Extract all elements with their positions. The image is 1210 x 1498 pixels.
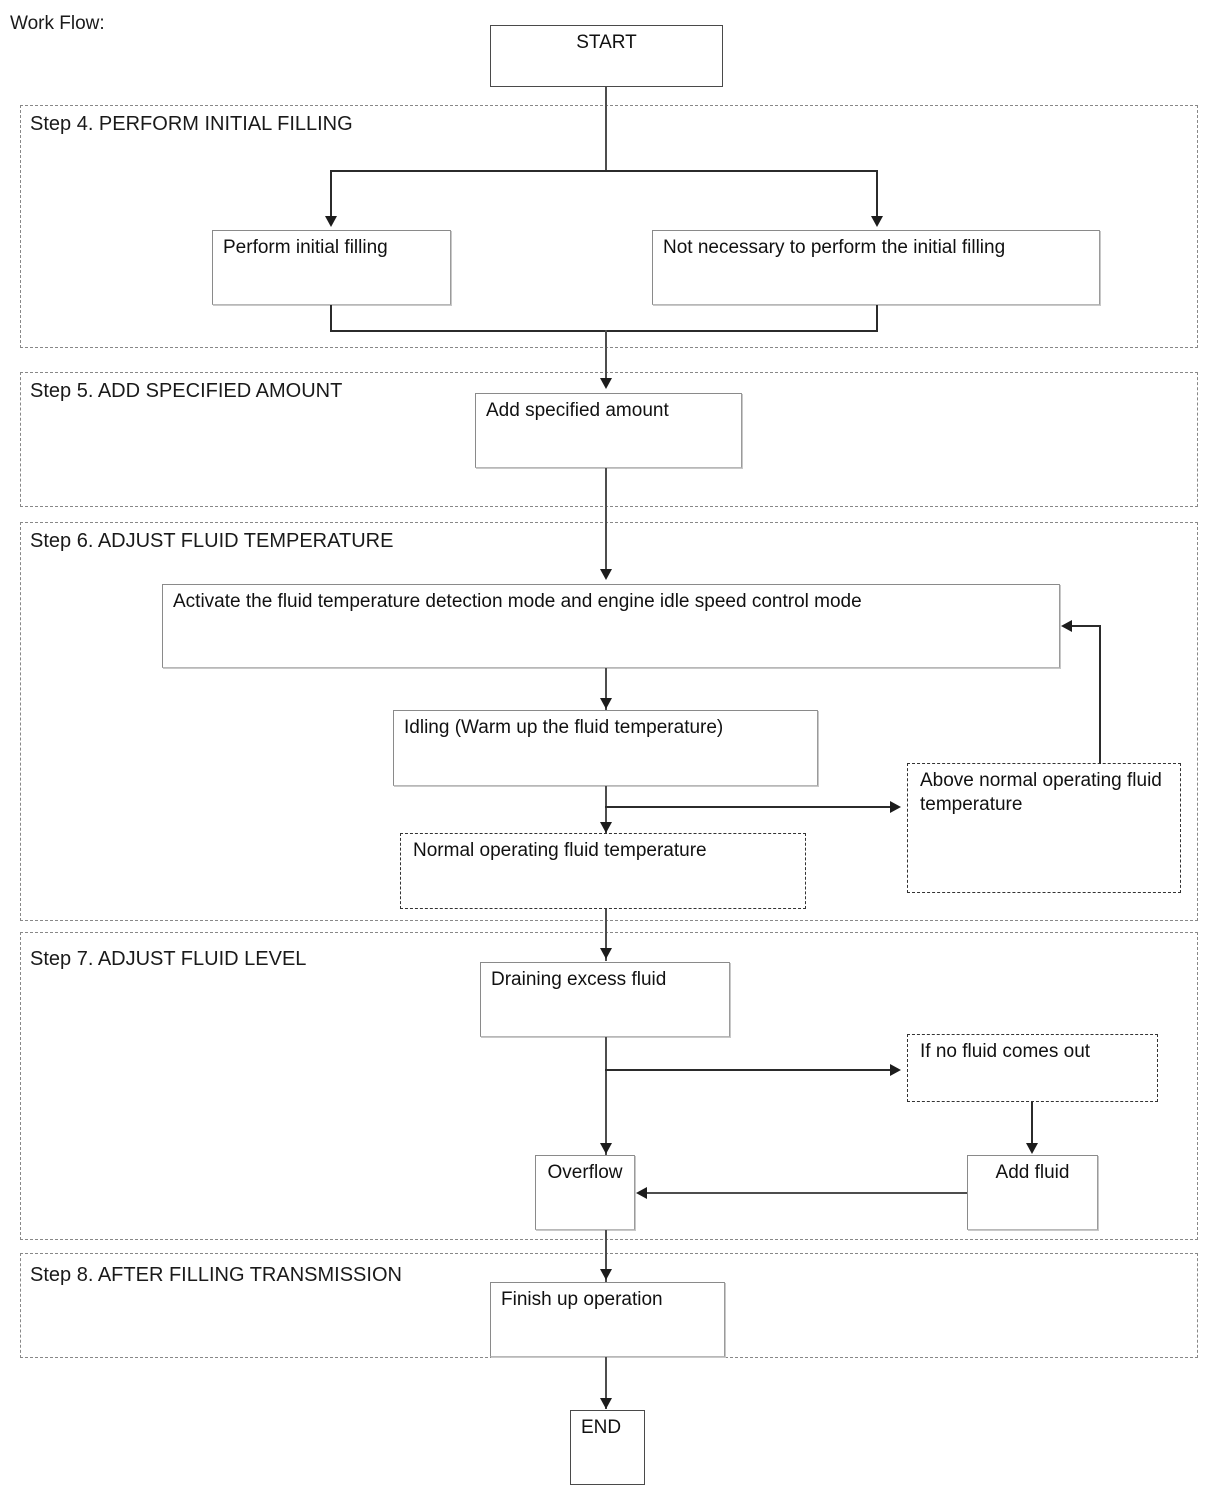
arrowhead-to-overflow bbox=[600, 1143, 612, 1154]
arrowhead-to-overflow-from-add-fluid bbox=[636, 1187, 647, 1199]
step-group-label-step6: Step 6. ADJUST FLUID TEMPERATURE bbox=[30, 530, 394, 552]
connector-add-fluid-to-overflow bbox=[646, 1192, 967, 1194]
step-group-label-step4: Step 4. PERFORM INITIAL FILLING bbox=[30, 113, 353, 135]
arrowhead-to-draining-excess-fluid bbox=[600, 948, 612, 959]
arrowhead-to-idling bbox=[600, 698, 612, 709]
connector-step5-to-step6 bbox=[605, 468, 607, 571]
step-group-label-step5: Step 5. ADD SPECIFIED AMOUNT bbox=[30, 380, 343, 402]
arrowhead-to-above-normal-operating-temp bbox=[890, 801, 901, 813]
node-add-specified-amount: Add specified amount bbox=[475, 393, 742, 468]
arrowhead-to-if-no-fluid-comes-out bbox=[890, 1064, 901, 1076]
node-activate-detection-mode: Activate the fluid temperature detection… bbox=[162, 584, 1060, 668]
connector-step4-right-down bbox=[876, 170, 878, 218]
connector-idling-down bbox=[605, 786, 607, 834]
connector-activate-to-idling bbox=[605, 668, 607, 712]
node-if-no-fluid-comes-out: If no fluid comes out bbox=[907, 1034, 1158, 1102]
arrowhead-to-add-fluid bbox=[1026, 1143, 1038, 1154]
connector-step4-split-bar bbox=[330, 170, 878, 172]
connector-feedback-loop-vertical bbox=[1099, 625, 1101, 764]
connector-feedback-loop-horizontal bbox=[1072, 625, 1101, 627]
node-end: END bbox=[570, 1410, 645, 1485]
connector-step6-to-step7 bbox=[605, 909, 607, 961]
connector-perform-down bbox=[330, 305, 332, 332]
arrowhead-to-not-necessary-initial-filling bbox=[871, 216, 883, 227]
connector-step4-merge-bar bbox=[330, 330, 878, 332]
step-group-step6 bbox=[20, 522, 1198, 921]
connector-step4-to-step5 bbox=[605, 330, 607, 380]
node-perform-initial-filling: Perform initial filling bbox=[212, 230, 451, 305]
connector-if-no-fluid-to-add-fluid bbox=[1031, 1102, 1033, 1148]
node-draining-excess-fluid: Draining excess fluid bbox=[480, 962, 730, 1037]
node-idling-warm-up: Idling (Warm up the fluid temperature) bbox=[393, 710, 818, 786]
node-not-necessary-initial-filling: Not necessary to perform the initial fil… bbox=[652, 230, 1100, 305]
node-overflow: Overflow bbox=[535, 1155, 635, 1230]
arrowhead-to-normal-operating-temp bbox=[600, 822, 612, 833]
arrowhead-to-perform-initial-filling bbox=[325, 216, 337, 227]
step-group-step4 bbox=[20, 105, 1198, 348]
arrowhead-to-activate-detection-mode bbox=[600, 569, 612, 580]
page-title: Work Flow: bbox=[10, 13, 105, 34]
node-add-fluid: Add fluid bbox=[967, 1155, 1098, 1230]
connector-step7-to-step8 bbox=[605, 1230, 607, 1282]
connector-idling-branch-right bbox=[605, 806, 892, 808]
arrowhead-feedback-to-activate bbox=[1061, 620, 1072, 632]
node-above-normal-operating-fluid-temperature: Above normal operating fluid temperature bbox=[907, 763, 1181, 893]
step-group-label-step7: Step 7. ADJUST FLUID LEVEL bbox=[30, 948, 307, 970]
step-group-label-step8: Step 8. AFTER FILLING TRANSMISSION bbox=[30, 1264, 402, 1286]
connector-draining-branch-right bbox=[605, 1069, 892, 1071]
node-finish-up-operation: Finish up operation bbox=[490, 1282, 725, 1357]
connector-finish-to-end bbox=[605, 1357, 607, 1409]
connector-step4-left-down bbox=[330, 170, 332, 218]
arrowhead-to-end bbox=[600, 1398, 612, 1409]
connector-draining-down bbox=[605, 1037, 607, 1157]
node-start: START bbox=[490, 25, 723, 87]
step-group-step8 bbox=[20, 1253, 1198, 1358]
arrowhead-to-finish-up-operation bbox=[600, 1269, 612, 1280]
connector-not-necessary-down bbox=[876, 305, 878, 332]
connector-start-to-split bbox=[605, 87, 607, 171]
step-group-step7 bbox=[20, 932, 1198, 1240]
step-group-step5 bbox=[20, 372, 1198, 507]
arrowhead-to-add-specified-amount bbox=[600, 378, 612, 389]
node-normal-operating-fluid-temperature: Normal operating fluid temperature bbox=[400, 833, 806, 909]
